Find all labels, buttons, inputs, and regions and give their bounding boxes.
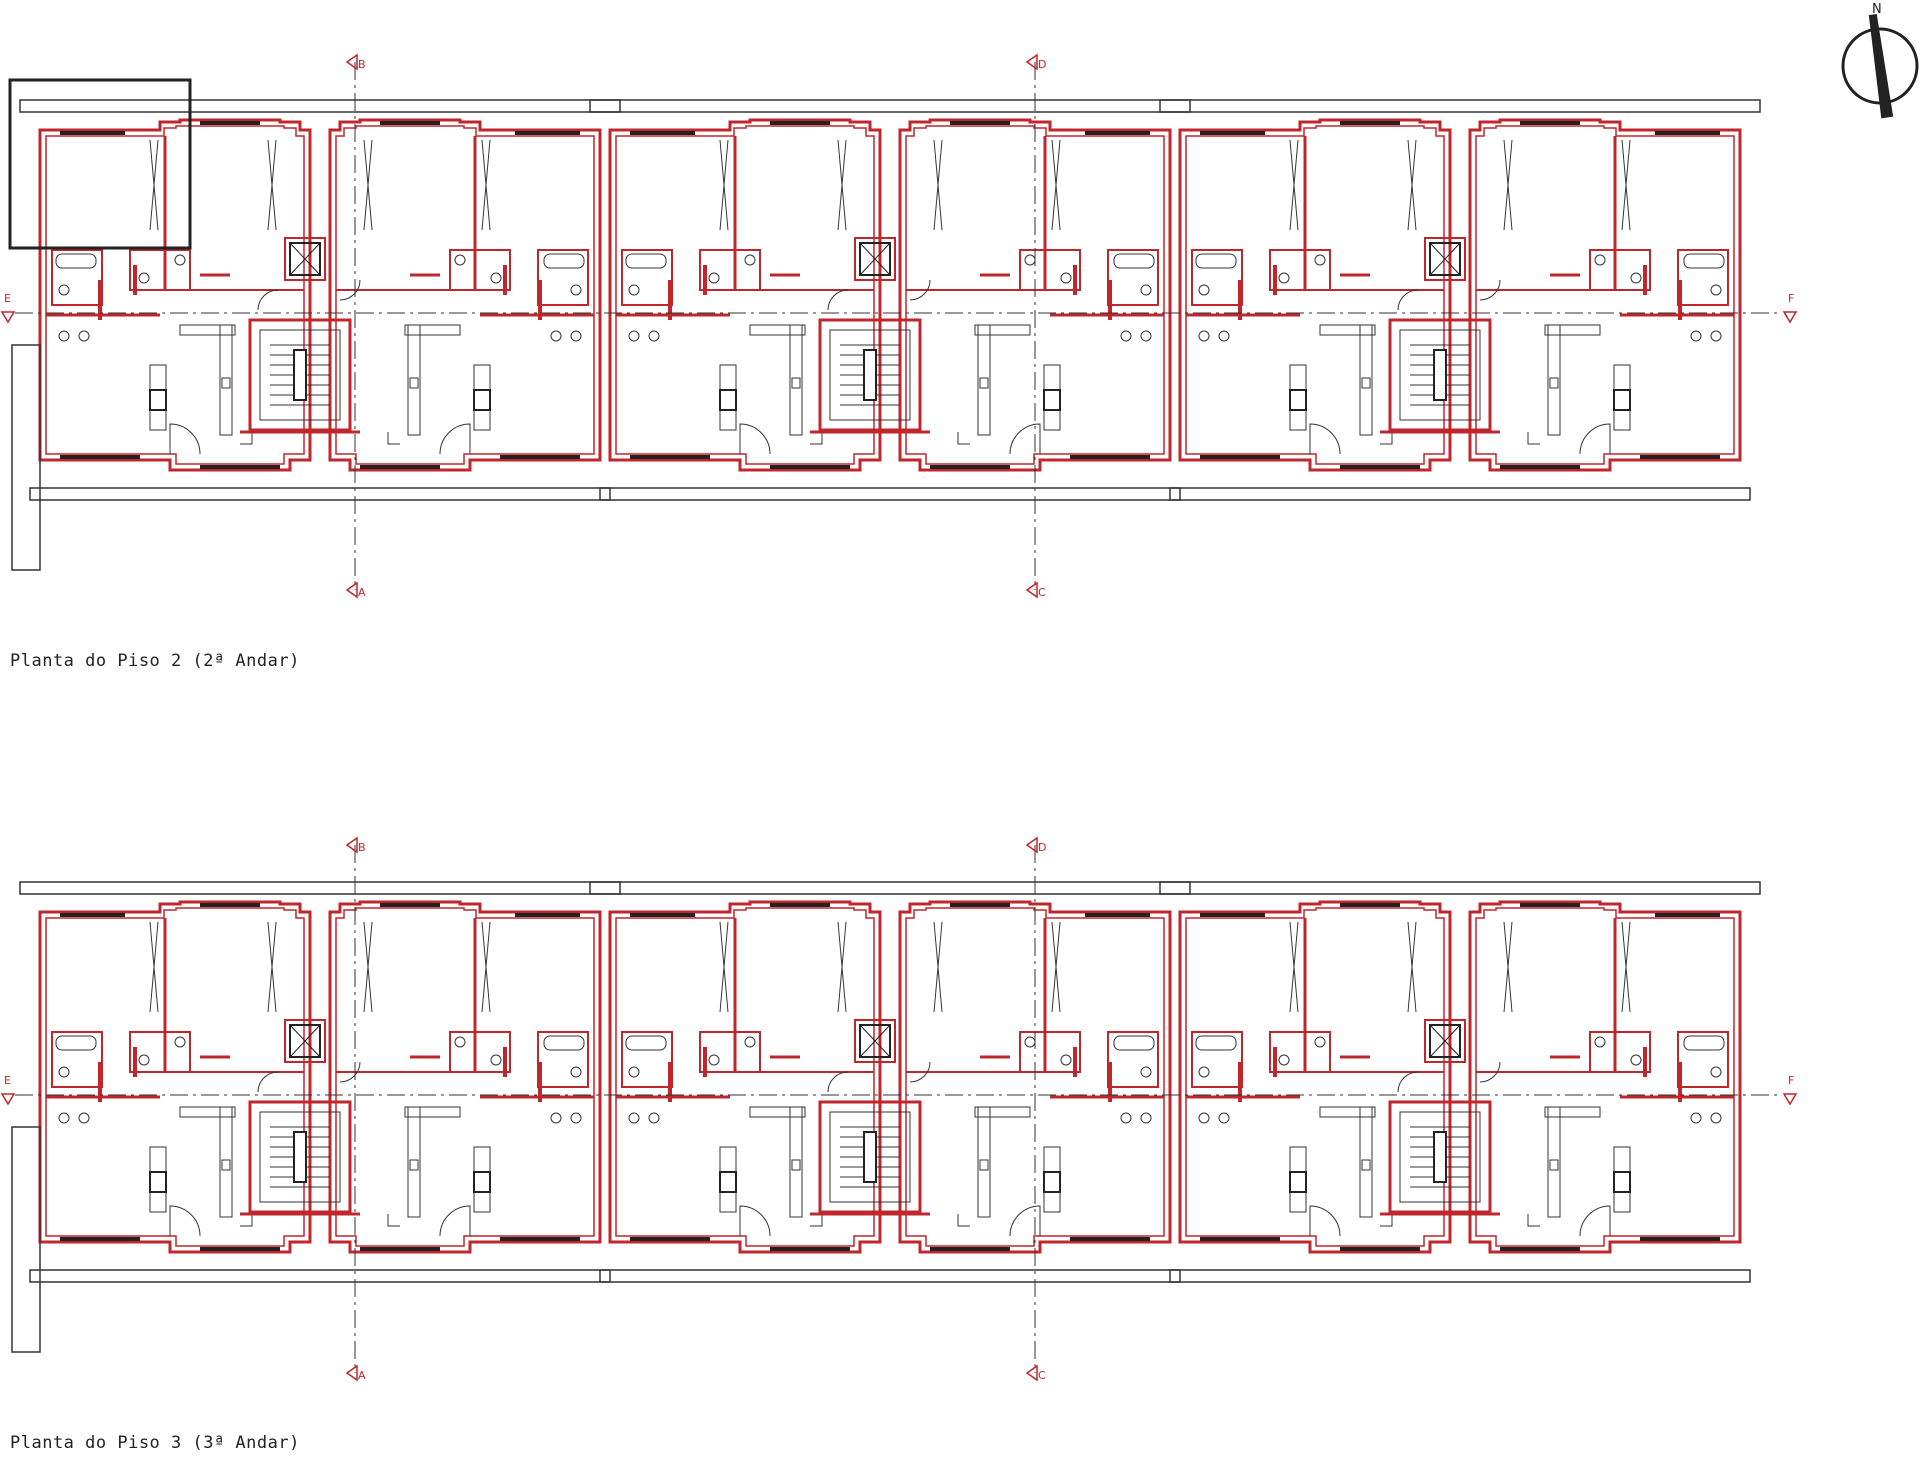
building-block-east bbox=[1160, 882, 1760, 1282]
section-marker-icon bbox=[0, 311, 16, 324]
north-arrow-icon bbox=[1841, 13, 1919, 119]
section-label-a: A bbox=[358, 1369, 366, 1382]
section-label-e: E bbox=[4, 1074, 11, 1087]
building-block-west bbox=[20, 100, 620, 500]
building-block-center bbox=[590, 882, 1190, 1282]
floor-plan-piso-3 bbox=[11, 882, 1760, 1353]
plan-caption-piso-2: Planta do Piso 2 (2ª Andar) bbox=[10, 651, 300, 671]
section-label-d: D bbox=[1038, 58, 1046, 71]
north-label: N bbox=[1872, 2, 1882, 17]
building-block-east bbox=[1160, 100, 1760, 500]
section-label-b: B bbox=[358, 841, 366, 854]
section-label-a: A bbox=[358, 586, 366, 599]
building-block-center bbox=[590, 100, 1190, 500]
floor-plan-piso-2 bbox=[8, 78, 1760, 571]
section-label-d: D bbox=[1038, 841, 1046, 854]
section-marker-icon bbox=[1782, 311, 1798, 324]
building-block-west bbox=[20, 882, 620, 1282]
section-label-f: F bbox=[1788, 1074, 1794, 1087]
plan-caption-piso-3: Planta do Piso 3 (3ª Andar) bbox=[10, 1433, 300, 1453]
section-label-c: C bbox=[1038, 1369, 1046, 1382]
section-label-b: B bbox=[358, 58, 366, 71]
section-label-f: F bbox=[1788, 292, 1794, 305]
section-label-c: C bbox=[1038, 586, 1046, 599]
section-label-e: E bbox=[4, 292, 11, 305]
section-marker-icon bbox=[0, 1093, 16, 1106]
section-marker-icon bbox=[1782, 1093, 1798, 1106]
